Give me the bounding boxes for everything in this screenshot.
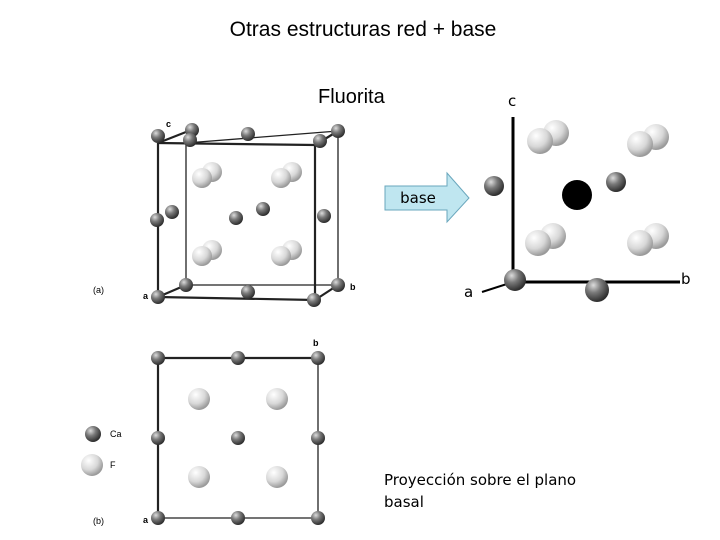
cell-axis-c: c bbox=[166, 119, 172, 129]
legend-f: F bbox=[110, 460, 116, 470]
projection-axis-a: a bbox=[143, 515, 149, 525]
unit-cell-3d bbox=[150, 123, 345, 307]
arrow-shape bbox=[384, 171, 470, 224]
arrow-label: base bbox=[400, 189, 436, 207]
axis-label-b: b bbox=[681, 270, 691, 288]
ca-atom-icon bbox=[85, 426, 101, 442]
axis-label-a: a bbox=[464, 283, 474, 301]
cell-axis-b: b bbox=[350, 282, 356, 292]
page-title: Otras estructuras red + base bbox=[229, 18, 497, 41]
structure-name: Fluorita bbox=[318, 86, 385, 108]
projection-axis-b: b bbox=[313, 338, 319, 348]
basal-projection bbox=[151, 351, 325, 525]
f-atom-icon bbox=[81, 454, 103, 476]
figure-b-label: (b) bbox=[93, 516, 104, 526]
figure-a-label: (a) bbox=[93, 285, 104, 295]
axis-label-c: c bbox=[508, 92, 517, 110]
basis-3d bbox=[481, 117, 680, 302]
cell-axis-a: a bbox=[143, 291, 149, 301]
projection-caption: Proyección sobre el plano basal bbox=[384, 471, 577, 511]
basis-atom-black bbox=[562, 180, 592, 210]
legend-ca: Ca bbox=[110, 429, 122, 439]
